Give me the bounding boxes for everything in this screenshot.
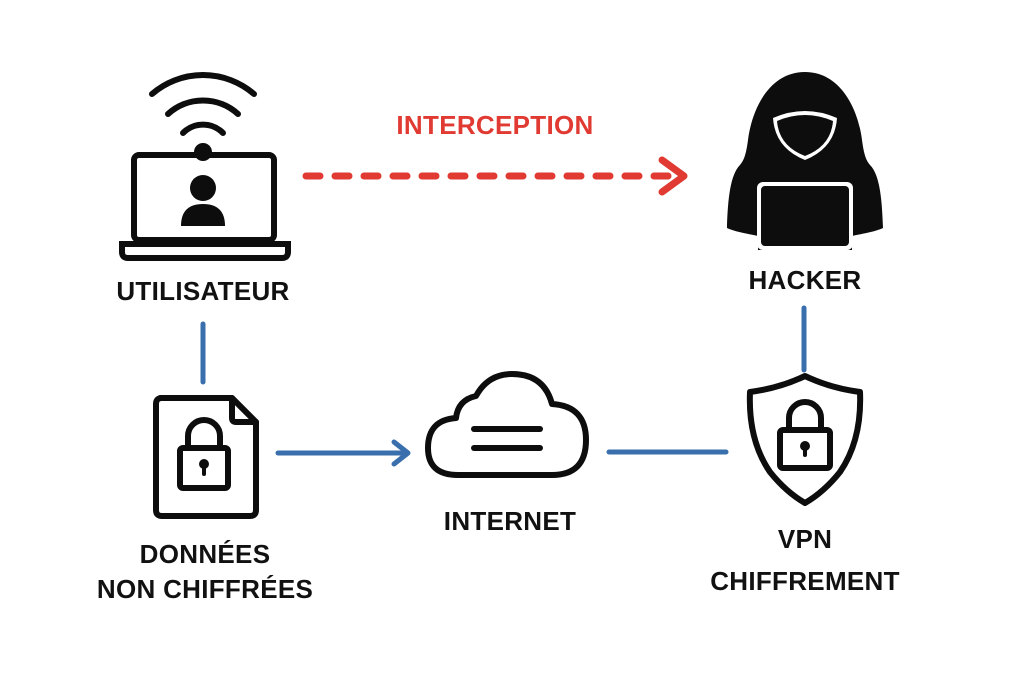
data-to-internet-arrowhead — [391, 439, 411, 467]
vpn-label-line2: CHIFFREMENT — [710, 566, 900, 596]
data-label-line1: DONNÉES — [139, 539, 271, 569]
internet-label: INTERNET — [443, 506, 577, 536]
interception-arrowhead — [658, 156, 688, 196]
data-label-line2: NON CHIFFRÉES — [96, 574, 314, 604]
hacker-label: HACKER — [748, 265, 862, 295]
interception-label: INTERCEPTION — [396, 110, 594, 140]
user-label: UTILISATEUR — [116, 276, 290, 306]
vpn-label-line1: VPN — [777, 524, 833, 554]
